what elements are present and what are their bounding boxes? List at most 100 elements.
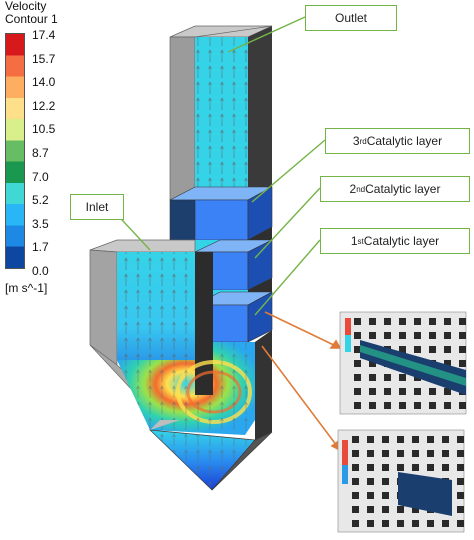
outlet-stack [169,25,273,201]
legend-title-line1: Velocity [5,0,47,13]
stack-right-wall [248,26,272,200]
grid-cell [397,450,404,457]
grid-cell [442,436,449,443]
grid-cell [444,332,451,339]
legend-tick: 12.2 [32,98,56,113]
legend-tick: 7.0 [32,169,49,184]
grid-cell [384,388,391,395]
grid-cell [457,436,464,443]
grid-cell [399,332,406,339]
grid-cell [427,520,434,527]
grid-cell [367,436,374,443]
grid-cell [382,478,389,485]
legend-title-line2: Contour 1 [5,12,58,26]
outlet-line [227,16,306,53]
grid-cell [457,506,464,513]
detail-panel-2 [337,429,465,533]
grid-cell [369,388,376,395]
grid-cell [352,450,359,457]
velocity-color-bar [5,33,25,269]
grid-cell [442,520,449,527]
grid-cell [444,360,451,367]
grid-cell [367,450,374,457]
hopper-right-wall [255,330,272,440]
stack-left-wall [169,36,196,201]
grid-cell [412,436,419,443]
legend-title: Velocity Contour 1 [5,0,58,26]
grid-cell [352,436,359,443]
grid-cell [444,388,451,395]
legend-tick: 1.7 [32,240,49,255]
layer2-line [254,187,321,259]
grid-cell [412,464,419,471]
grid-cell [369,360,376,367]
grid-cell [382,520,389,527]
outlet-label: Outlet [305,5,397,31]
grid-cell [397,506,404,513]
detail-arrow-2 [261,345,341,451]
legend-tick: 5.2 [32,193,49,208]
grid-cell [427,436,434,443]
grid-cell [384,318,391,325]
grid-cell [399,346,406,353]
grid-cell [354,346,361,353]
grid-cell [427,464,434,471]
grid-cell [367,520,374,527]
baffle-wall [195,252,213,395]
grid-cell [444,346,451,353]
layer3-line [251,139,326,203]
grid-cell [352,506,359,513]
grid-cell [429,346,436,353]
grid-cell [414,402,421,409]
grid-cell [429,318,436,325]
grid-cell [412,506,419,513]
grid-cell [367,464,374,471]
grid-cell [382,436,389,443]
grid-cell [444,318,451,325]
legend-tick: 15.7 [32,51,56,66]
grid-cell [382,464,389,471]
grid-cell [412,450,419,457]
grid-cell [459,332,466,339]
legend-unit: [m s^-1] [5,281,48,295]
grid-cell [382,506,389,513]
grid-cell [414,388,421,395]
grid-cell [412,520,419,527]
detail-arrows [261,311,342,452]
grid-cell [442,464,449,471]
hopper-cone [149,420,273,491]
grid-cell [384,374,391,381]
grid-cell [414,346,421,353]
grid-cell [369,402,376,409]
grid-cell [354,374,361,381]
catalytic-layer-1 [194,291,273,343]
grid-cell [352,492,359,499]
grid-cell [414,332,421,339]
grid-cell [354,360,361,367]
grid-cell [399,318,406,325]
grid-cell [367,492,374,499]
grid-cell [382,492,389,499]
catalytic-layer-3 [169,186,273,241]
hopper-swirl [117,342,255,435]
grid-cell [369,374,376,381]
grid-cell [457,478,464,485]
grid-cell [457,464,464,471]
grid-cell [354,332,361,339]
grid-cell [384,402,391,409]
grid-cell [429,402,436,409]
grid-cell [459,402,466,409]
grid-cell [457,492,464,499]
legend-tick: 10.5 [32,122,56,137]
grid-cell [414,318,421,325]
grid-cell [384,332,391,339]
grid-cell [369,332,376,339]
grid-cell [354,318,361,325]
grid-cell [369,318,376,325]
grid-cell [429,388,436,395]
